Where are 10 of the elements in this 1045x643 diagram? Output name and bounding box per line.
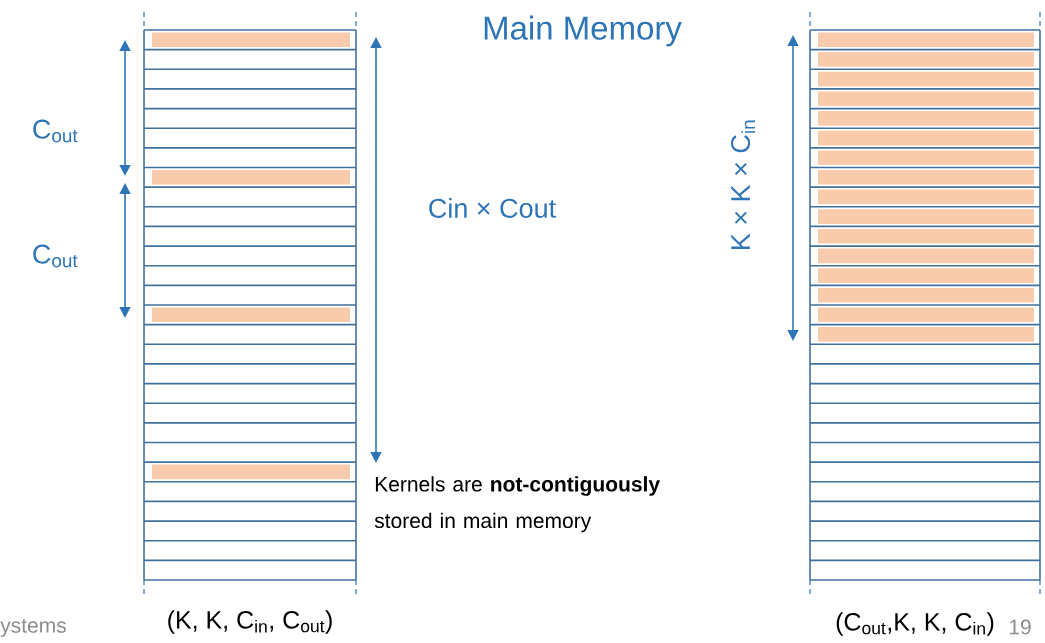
footer-text: ystems [0,619,66,637]
shape-label: (C$_{out}$,K, K, C$_{in}$) [836,612,994,636]
note-text: Kernels are not-contiguously stored in main memory [374,476,660,533]
title: Main Memory [484,15,682,47]
dimension-label: C$_{out}$ [33,119,78,143]
dimension-label: Cin × Cout [429,198,556,218]
dimension-label: K × K × C$_{in}$ [731,120,755,249]
page-number: 19 [1009,619,1031,635]
shape-label: (K, K, C$_{in}$, C$_{out}$) [168,610,332,634]
dimension-label: C$_{out}$ [33,244,78,268]
